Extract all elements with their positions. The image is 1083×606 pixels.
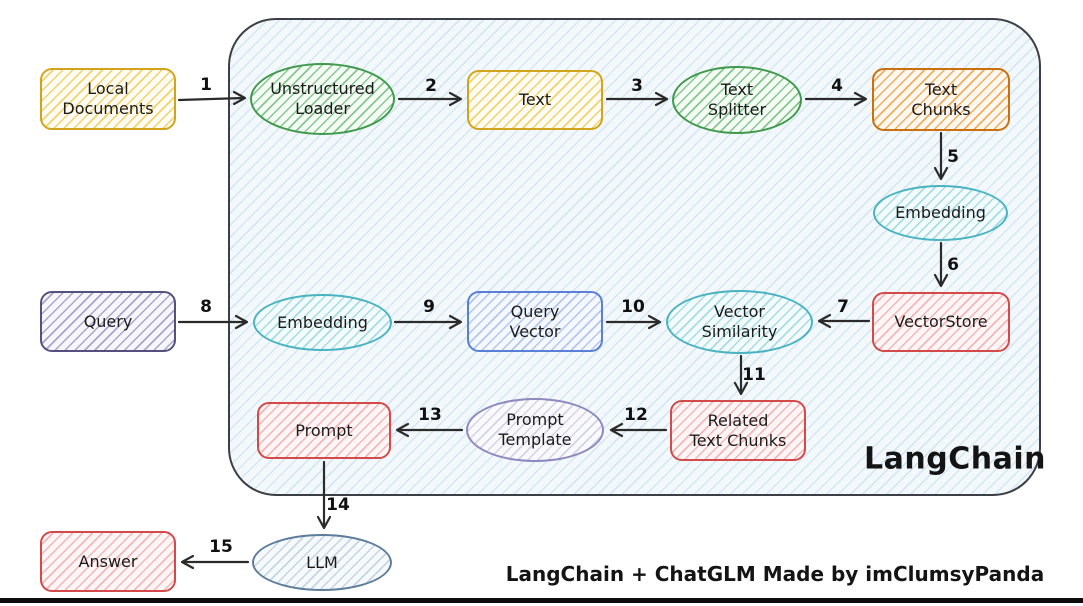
node-label: Unstructured Loader	[270, 79, 375, 118]
edge-label-13: 13	[418, 405, 442, 425]
node-label: Prompt	[295, 420, 353, 440]
arrow-15	[180, 554, 250, 570]
node-label: Local Documents	[62, 79, 154, 118]
edge-label-7: 7	[837, 297, 849, 317]
node-label: VectorStore	[894, 312, 988, 331]
edge-label-10: 10	[621, 297, 645, 317]
edge-label-2: 2	[425, 76, 437, 96]
node-unstructured-loader: Unstructured Loader	[250, 63, 395, 135]
edge-label-15: 15	[209, 537, 233, 557]
node-label: LLM	[306, 552, 338, 572]
edge-label-9: 9	[423, 297, 435, 317]
langchain-frame-label: LangChain	[864, 441, 1046, 477]
node-label: Text Chunks	[911, 79, 971, 119]
node-label: Query Vector	[509, 301, 561, 341]
node-prompt-template: Prompt Template	[466, 398, 604, 462]
node-llm: LLM	[252, 534, 392, 591]
node-text-chunks: Text Chunks	[872, 68, 1010, 131]
node-vector-similarity: Vector Similarity	[666, 290, 813, 354]
node-label: Prompt Template	[498, 410, 572, 449]
node-label: Text Splitter	[707, 80, 767, 119]
node-label: Query	[83, 311, 133, 331]
node-label: Answer	[78, 551, 138, 571]
edge-label-6: 6	[947, 255, 959, 275]
node-embedding-doc: Embedding	[873, 185, 1008, 241]
node-vectorstore: VectorStore	[872, 292, 1010, 352]
edge-label-4: 4	[831, 76, 843, 96]
diagram-caption: LangChain + ChatGLM Made by imClumsyPand…	[505, 562, 1045, 586]
node-label: Text	[518, 90, 552, 109]
edge-label-11: 11	[742, 365, 766, 385]
edge-label-3: 3	[631, 76, 643, 96]
edge-label-5: 5	[947, 147, 959, 167]
edge-label-12: 12	[624, 405, 648, 425]
edge-label-14: 14	[326, 495, 350, 515]
bottom-edge-line	[0, 598, 1083, 603]
node-related-text-chunks: Related Text Chunks	[670, 400, 806, 461]
node-query-vector: Query Vector	[467, 291, 603, 352]
edge-label-1: 1	[200, 75, 212, 95]
node-query: Query	[40, 291, 176, 352]
node-label: Embedding	[277, 312, 368, 332]
node-prompt: Prompt	[257, 402, 391, 459]
node-label: Embedding	[895, 203, 986, 222]
node-answer: Answer	[40, 531, 176, 592]
edge-label-8: 8	[200, 297, 212, 317]
node-label: Related Text Chunks	[689, 410, 787, 450]
node-text: Text	[467, 70, 603, 130]
node-local-documents: Local Documents	[40, 68, 176, 130]
node-embedding-query: Embedding	[253, 294, 392, 351]
node-label: Vector Similarity	[701, 302, 778, 341]
node-text-splitter: Text Splitter	[672, 66, 802, 134]
